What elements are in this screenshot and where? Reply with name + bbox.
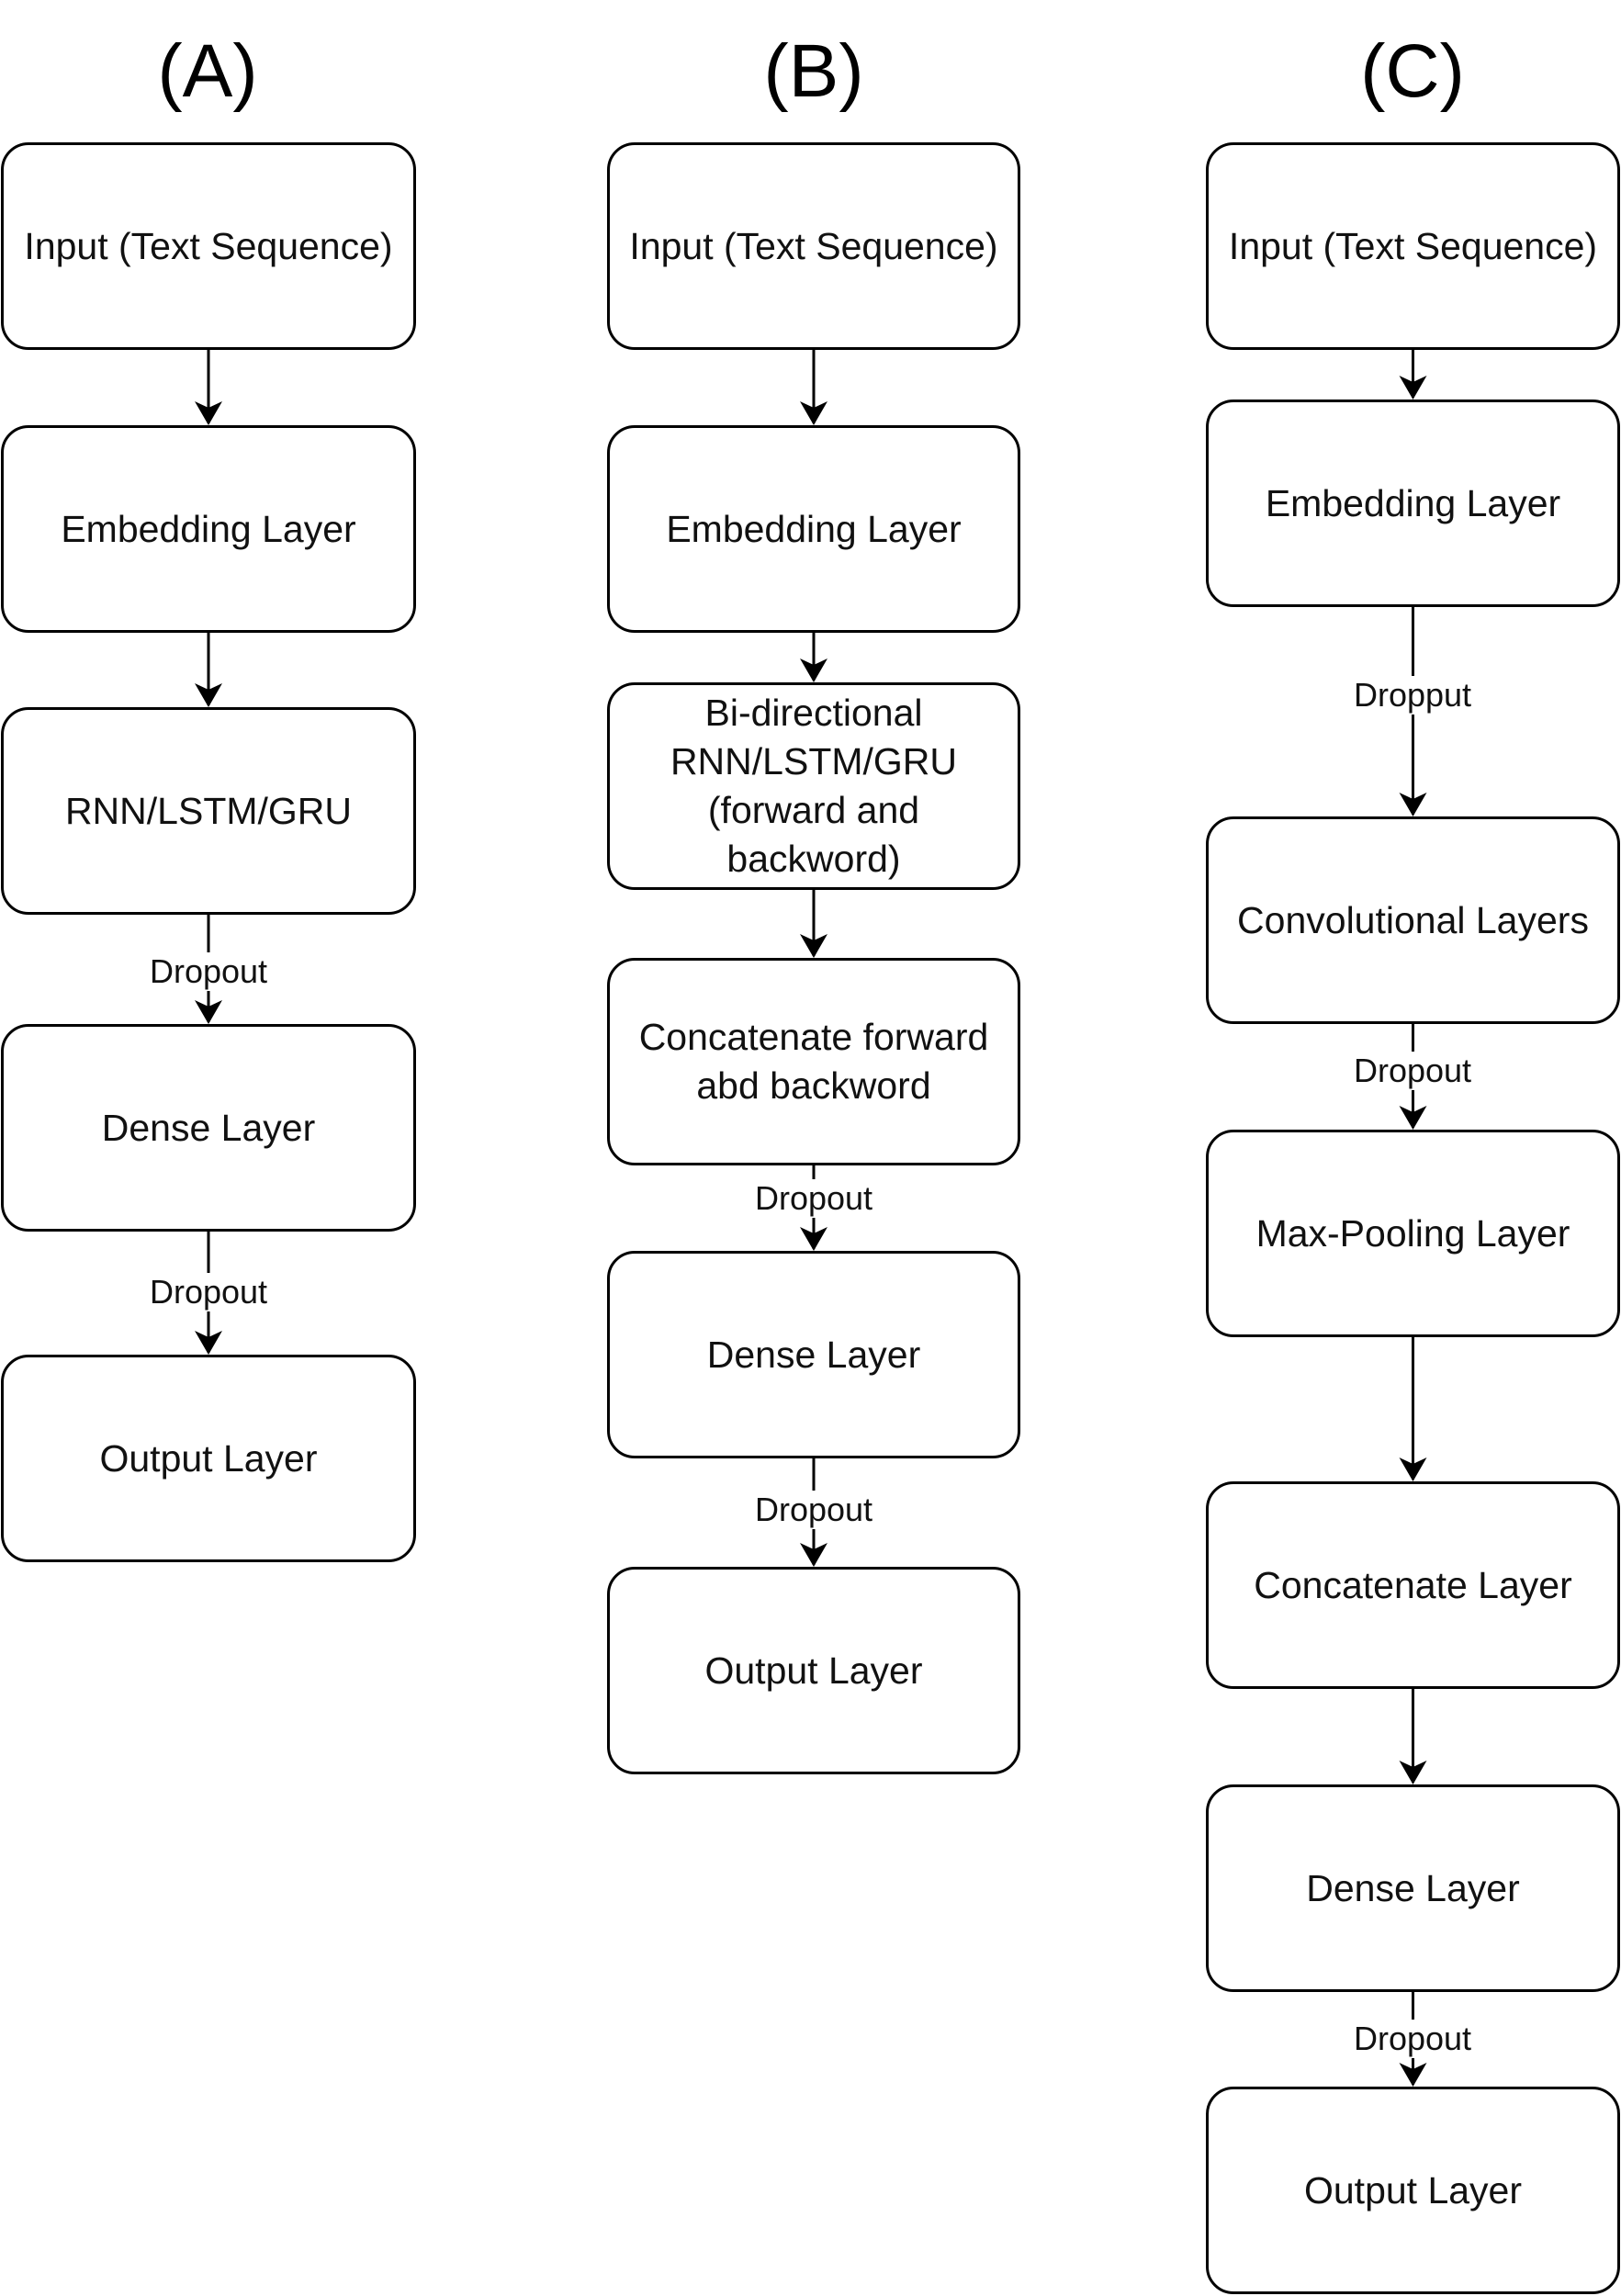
column-b-embedding-node: Embedding Layer [607, 425, 1020, 633]
column-a-dense-node: Dense Layer [1, 1024, 416, 1232]
column-c-concatenate-node: Concatenate Layer [1206, 1481, 1620, 1689]
column-c-embedding-node: Embedding Layer [1206, 400, 1620, 607]
column-a-input-node: Input (Text Sequence) [1, 142, 416, 350]
column-b-dropout-label: Dropout [676, 1491, 951, 1529]
column-b-bidirectional-node: Bi-directional RNN/LSTM/GRU (forward and… [607, 682, 1020, 890]
column-b-label: (B) [763, 29, 864, 113]
column-a-label: (A) [157, 29, 258, 113]
column-b-dense-node: Dense Layer [607, 1251, 1020, 1458]
column-c-dropout-label: Dropout [1275, 2020, 1550, 2058]
column-c-dense-node: Dense Layer [1206, 1784, 1620, 1992]
column-b-output-node: Output Layer [607, 1567, 1020, 1774]
column-b-input-node: Input (Text Sequence) [607, 142, 1020, 350]
column-a-dropout-label: Dropout [71, 1273, 346, 1311]
column-b-dropout-label: Dropout [676, 1179, 951, 1218]
column-a-output-node: Output Layer [1, 1355, 416, 1562]
column-c-maxpooling-node: Max-Pooling Layer [1206, 1130, 1620, 1337]
column-b-concatenate-node: Concatenate forward abd backword [607, 958, 1020, 1165]
column-c-output-node: Output Layer [1206, 2087, 1620, 2294]
column-a-embedding-node: Embedding Layer [1, 425, 416, 633]
column-c-dropout-label: Dropout [1275, 1052, 1550, 1090]
column-c-convolutional-node: Convolutional Layers [1206, 816, 1620, 1024]
column-c-input-node: Input (Text Sequence) [1206, 142, 1620, 350]
column-a-rnn-node: RNN/LSTM/GRU [1, 707, 416, 915]
column-a-dropout-label: Dropout [71, 952, 346, 991]
column-c-label: (C) [1360, 29, 1465, 113]
column-c-dropout-label: Dropput [1275, 676, 1550, 715]
